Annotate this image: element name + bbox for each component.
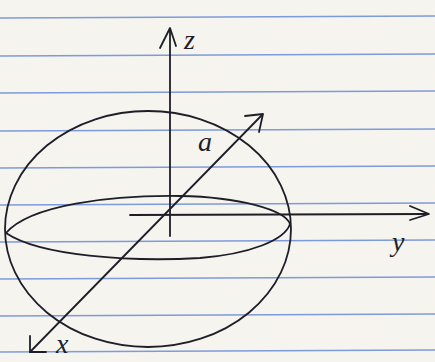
axes [30,28,429,352]
radius-label: a [198,128,212,156]
ruled-lines [0,16,435,352]
sphere [5,111,291,347]
axis-label: x [56,330,68,358]
axis-label: y [392,228,404,256]
axis-label: z [184,26,195,54]
